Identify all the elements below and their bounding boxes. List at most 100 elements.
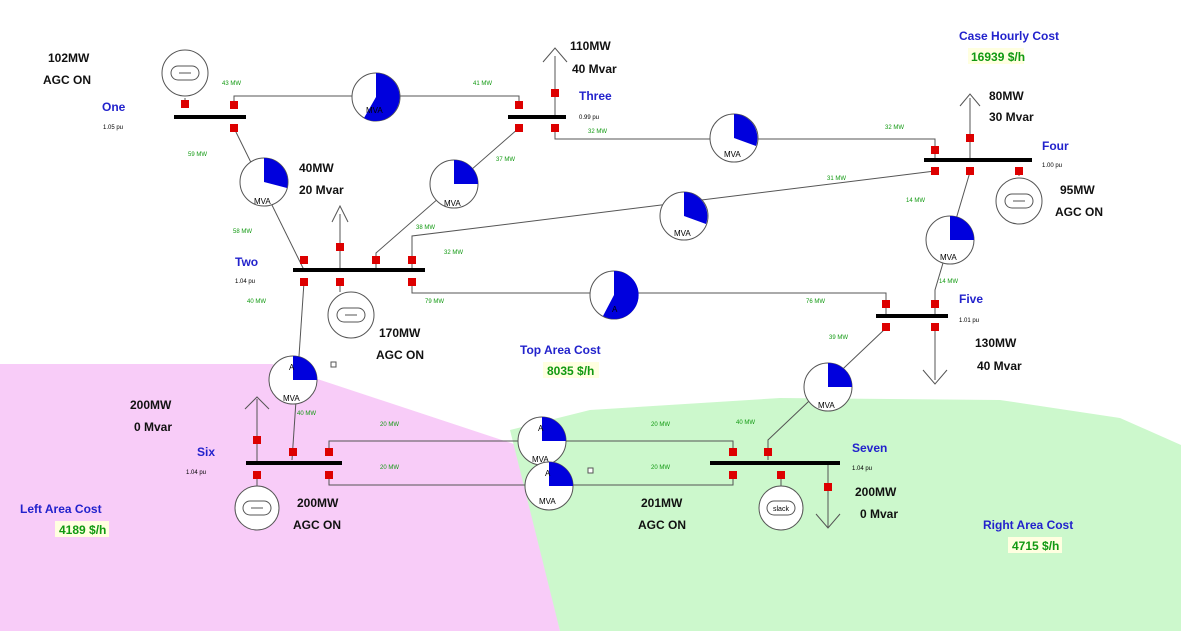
bus-one [174,115,246,119]
top-area-cost-box [543,362,599,378]
load-two-arrow [331,204,349,223]
bus-four-name: Four [1042,139,1069,153]
slack-label: slack [773,506,789,513]
buses [174,115,1032,465]
mva-pie-four-two[interactable]: MVA [659,191,709,241]
area-marker: A [289,363,295,372]
flow-label: 31 MW [827,176,846,182]
mva-label: MVA [818,401,835,410]
area-marker: A [538,424,544,433]
flow-label: 32 MW [885,125,904,131]
flow-label: 40 MW [247,299,266,305]
load-four-arrow [959,93,981,107]
load-three-mvar[interactable]: 40 Mvar [572,62,617,76]
load-two-mvar[interactable]: 20 Mvar [299,183,344,197]
generator-six-icon[interactable] [234,485,280,531]
mva-label: MVA [940,253,957,262]
breaker [966,134,974,142]
mva-label: MVA [539,497,556,506]
generator-seven-slack-icon[interactable]: slack [758,485,804,531]
top-area-cost-title: Top Area Cost [520,343,601,357]
gen-one-agc[interactable]: AGC ON [43,73,91,87]
breakers[interactable] [181,89,1023,491]
bus-seven-name: Seven [852,441,887,455]
gen-seven-agc[interactable]: AGC ON [638,518,686,532]
generator-one-icon[interactable] [161,49,209,97]
load-six-mw[interactable]: 200MW [130,398,172,412]
bus-seven [710,461,840,465]
breaker [300,256,308,264]
generator-four-icon[interactable] [995,177,1043,225]
load-four-mvar[interactable]: 30 Mvar [989,110,1034,124]
case-cost-title: Case Hourly Cost [959,29,1059,43]
load-five-mw[interactable]: 130MW [975,336,1017,350]
bus-three-pu: 0.99 pu [579,115,599,121]
mva-label: MVA [254,197,271,206]
breaker [882,323,890,331]
flow-label: 59 MW [188,152,207,158]
breaker [777,471,785,479]
mva-label: MVA [532,455,549,464]
transmission-lines [184,56,1020,528]
left-area-cost-value: 4189 $/h [59,523,106,537]
flow-label: 32 MW [444,250,463,256]
load-arrows [244,47,981,529]
case-cost-value: 16939 $/h [971,50,1025,64]
selection-handle[interactable] [587,467,594,474]
flow-label: 20 MW [380,465,399,471]
mva-pie-one-two[interactable]: MVA [239,157,289,207]
flow-label: 14 MW [906,198,925,204]
mva-label: MVA [283,394,300,403]
breaker [408,278,416,286]
gen-two-values: 170MW AGC ON [376,326,424,362]
breaker [966,167,974,175]
gen-four-mw[interactable]: 95MW [1060,183,1095,197]
mva-pie-two-six[interactable]: A MVA [268,355,318,405]
bus-five [876,314,948,318]
gen-one-mw[interactable]: 102MW [48,51,90,65]
area-marker: A [612,305,618,314]
load-three-mw[interactable]: 110MW [570,39,611,53]
mva-label: MVA [366,106,383,115]
breaker [336,243,344,251]
bus-four [924,158,1032,162]
load-five-mvar[interactable]: 40 Mvar [977,359,1022,373]
gen-two-mw[interactable]: 170MW [379,326,421,340]
breaker [764,448,772,456]
load-six-mvar[interactable]: 0 Mvar [134,420,172,434]
breaker [931,300,939,308]
breaker [515,124,523,132]
mva-pie-three-two[interactable]: MVA [429,159,479,209]
breaker [931,146,939,154]
flow-label: 43 MW [222,81,241,87]
load-two-values: 40MW 20 Mvar [299,161,344,197]
mva-pie-three-four[interactable]: MVA [709,113,759,163]
gen-two-agc[interactable]: AGC ON [376,348,424,362]
mva-pie-four-five[interactable]: MVA [925,215,975,265]
load-two-mw[interactable]: 40MW [299,161,334,175]
gen-six-agc[interactable]: AGC ON [293,518,341,532]
gen-seven-mw[interactable]: 201MW [641,496,683,510]
bus-six [246,461,342,465]
mva-pie-two-five[interactable]: A [589,270,639,320]
load-three-values: 110MW 40 Mvar [570,39,617,76]
breaker [1015,167,1023,175]
mva-pie-six-seven-2[interactable]: A MVA [524,461,574,511]
gen-four-agc[interactable]: AGC ON [1055,205,1103,219]
flow-label: 40 MW [736,420,755,426]
generator-two-icon[interactable] [327,291,375,339]
left-area-cost-box [55,521,109,537]
mva-pie-six-seven-1[interactable]: A MVA [517,416,567,466]
right-area-cost-value: 4715 $/h [1012,539,1059,553]
flow-label: 58 MW [233,229,252,235]
load-seven-mw[interactable]: 200MW [855,485,897,499]
selection-handle[interactable] [330,361,337,368]
load-seven-mvar[interactable]: 0 Mvar [860,507,898,521]
load-four-values: 80MW 30 Mvar [989,89,1034,124]
load-four-mw[interactable]: 80MW [989,89,1024,103]
flow-label: 39 MW [829,335,848,341]
mva-pie-one-three[interactable]: MVA [351,72,401,122]
gen-six-mw[interactable]: 200MW [297,496,339,510]
mva-pie-five-seven[interactable]: MVA [803,362,853,412]
breaker [181,100,189,108]
